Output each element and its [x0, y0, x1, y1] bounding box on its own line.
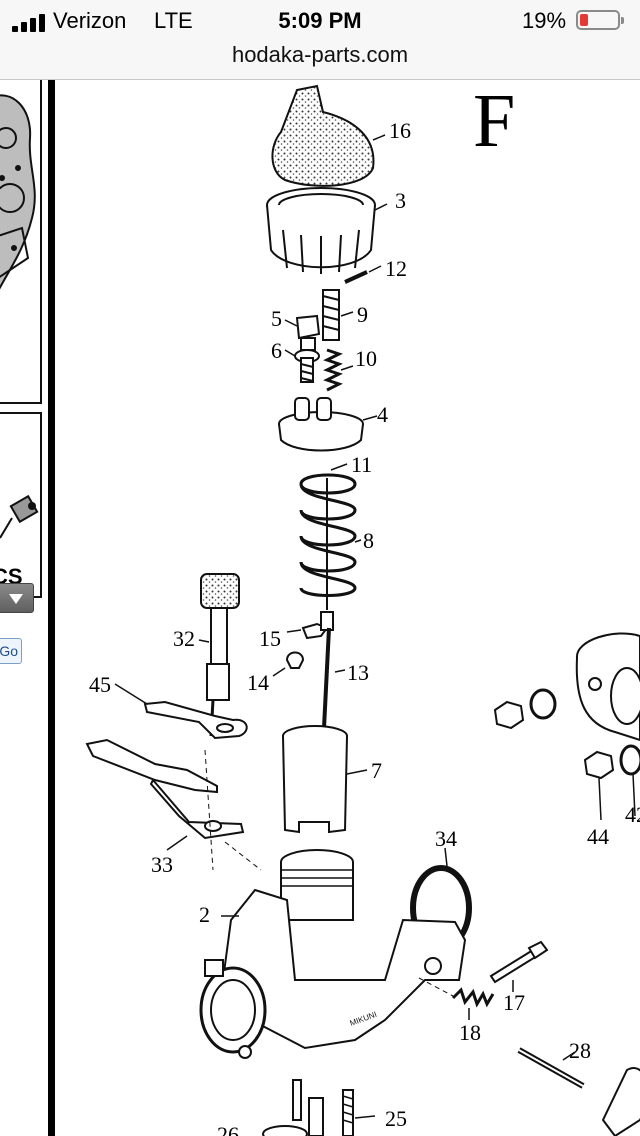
- part-label-9: 9: [357, 302, 368, 327]
- part-33-choke-lever: [85, 738, 262, 871]
- part-label-8: 8: [363, 528, 374, 553]
- battery-icon: [576, 10, 624, 30]
- part-8-throttle-spring: [299, 463, 362, 610]
- url-text[interactable]: hodaka-parts.com: [231, 42, 409, 67]
- part-label-12: 12: [385, 256, 407, 281]
- part-16-rubber-cap: [271, 84, 386, 187]
- thumbnail-caption: CS: [0, 564, 23, 589]
- page-content: CS Go F: [0, 80, 640, 1136]
- part-5-nut: [284, 314, 321, 351]
- carrier-name: Verizon: [53, 8, 127, 33]
- part-label-28: 28: [569, 1038, 591, 1063]
- part-45-bracket: [114, 683, 248, 740]
- part-label-34: 34: [435, 826, 457, 851]
- part-label-5: 5: [271, 306, 282, 331]
- address-bar[interactable]: hodaka-parts.com: [0, 40, 640, 80]
- part-label-3: 3: [395, 188, 406, 213]
- part-label-6: 6: [271, 338, 282, 363]
- part-label-16: 16: [389, 118, 411, 143]
- part-42-washer: [619, 744, 640, 817]
- part-3-ring-cap: [266, 187, 388, 274]
- part-6-screw: [284, 349, 320, 383]
- battery-percent: 19%: [522, 8, 567, 33]
- go-button[interactable]: Go: [0, 638, 22, 664]
- part-label-32: 32: [173, 626, 195, 651]
- part-14-clip: [272, 651, 305, 677]
- part-15-clip: [286, 611, 334, 640]
- part-label-18: 18: [459, 1020, 481, 1045]
- part-25-screw: [262, 1089, 376, 1136]
- part-7-throttle-valve: [282, 725, 368, 834]
- engine-thumbnail[interactable]: [0, 80, 42, 404]
- page-letter: F: [473, 80, 515, 163]
- part-label-25: 25: [385, 1106, 407, 1131]
- part-label-13: 13: [347, 660, 369, 685]
- part-label-42: 42: [625, 802, 640, 827]
- chevron-down-icon: [9, 594, 23, 604]
- column-divider: [48, 80, 55, 1136]
- part-17-pilot-screw: [489, 940, 549, 992]
- carburetor-exploded-diagram: F: [55, 80, 640, 1136]
- part-28-rod: [517, 1047, 640, 1136]
- part-label-10: 10: [355, 346, 377, 371]
- part-2-carburetor-body: MIKUNI: [199, 849, 467, 1121]
- status-bar: Verizon LTE 5:09 PM 19%: [0, 0, 640, 40]
- engine-drawing-icon: [0, 94, 36, 290]
- part-label-17: 17: [503, 990, 525, 1015]
- part-label-4: 4: [377, 402, 388, 427]
- network-type: LTE: [154, 8, 193, 33]
- part-32-throttle-stop-screw: [198, 573, 240, 737]
- part-label-14: 14: [247, 670, 269, 695]
- part-label-2: 2: [199, 902, 210, 927]
- part-label-33: 33: [151, 852, 173, 877]
- part-10-spring: [323, 348, 354, 392]
- part-label-11: 11: [351, 452, 372, 477]
- category-dropdown[interactable]: [0, 583, 34, 613]
- signal-strength-icon: [12, 14, 45, 32]
- electrics-thumbnail[interactable]: CS: [0, 412, 42, 598]
- part-12-pin: [344, 265, 382, 284]
- part-label-45: 45: [89, 672, 111, 697]
- part-label-26: 26: [217, 1122, 239, 1136]
- part-label-44: 44: [587, 824, 609, 849]
- part-drawing-icon: [0, 494, 39, 539]
- part-label-7: 7: [371, 758, 382, 783]
- part-4-chamber-top: [278, 397, 378, 452]
- diagram-svg: F: [85, 80, 640, 1136]
- part-label-15: 15: [259, 626, 281, 651]
- part-44-nut: [583, 750, 615, 821]
- carburetor-flange: [575, 632, 640, 742]
- part-18-spring: [418, 977, 495, 1020]
- part-nut-washer-pair: [493, 688, 557, 730]
- part-9-adjuster-screw: [322, 289, 354, 341]
